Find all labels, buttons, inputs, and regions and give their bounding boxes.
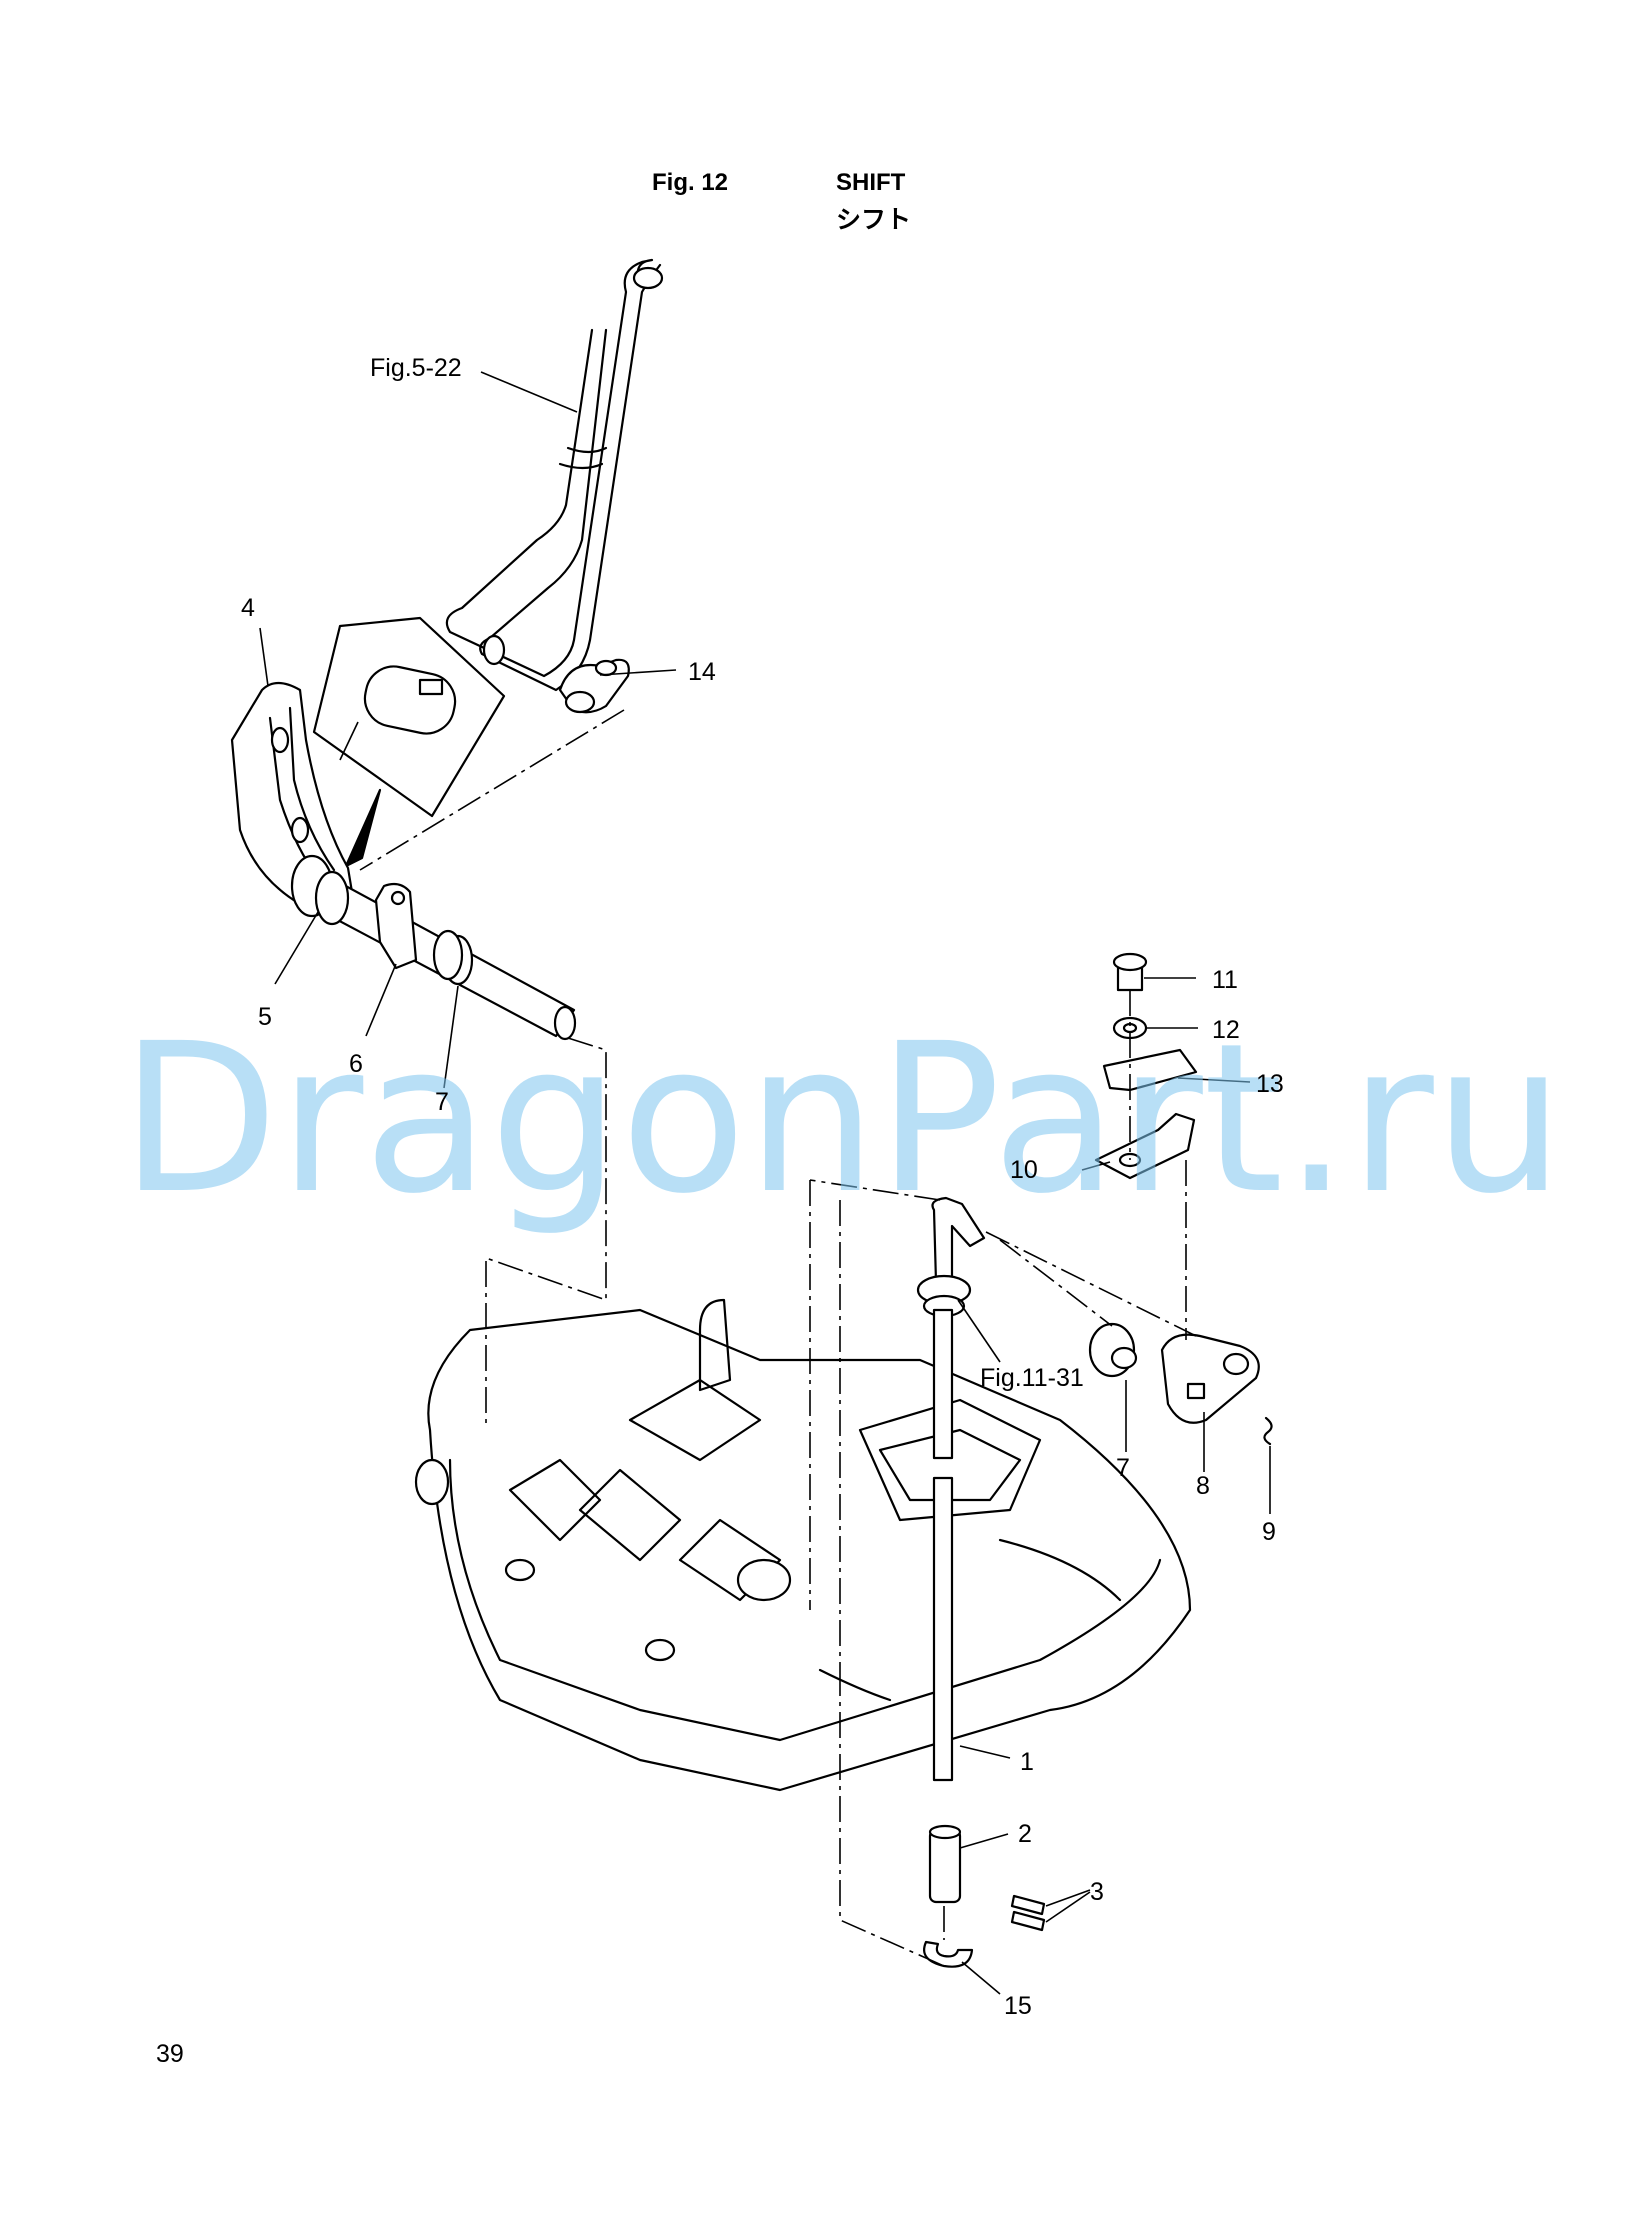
- callout-9: 9: [1262, 1518, 1276, 1546]
- leader-lines: [259, 371, 1271, 1995]
- parts-2-3-15: [923, 1824, 1046, 1968]
- shift-shaft-assembly: [290, 854, 577, 1041]
- callout-14: 14: [688, 658, 716, 686]
- callout-12: 12: [1212, 1016, 1240, 1044]
- callout-11: 11: [1212, 966, 1238, 994]
- parts-7-8-9: [1088, 1322, 1273, 1446]
- callout-labels: Fig.5-22 4 5 6 7 14 11 12 13 10 Fig.11-3…: [241, 354, 1284, 2020]
- callout-7a: 7: [435, 1088, 449, 1116]
- parts-10-13: [1094, 952, 1198, 1180]
- callout-10: 10: [1010, 1156, 1038, 1184]
- detail-inset: [312, 616, 506, 868]
- callout-ref-fig5-22: Fig.5-22: [370, 354, 462, 382]
- callout-2: 2: [1018, 1820, 1032, 1848]
- callout-ref-fig11-31: Fig.11-31: [980, 1364, 1084, 1392]
- figure-title-japanese: シフト: [836, 205, 912, 234]
- guide-lines: [359, 709, 1197, 1967]
- callout-6: 6: [349, 1050, 363, 1078]
- callout-5: 5: [258, 1003, 272, 1031]
- figure-number: Fig. 12: [652, 169, 729, 196]
- watermark-text: DragonPart.ru: [120, 999, 1564, 1239]
- callout-7b: 7: [1116, 1454, 1130, 1482]
- shift-control-rod: [445, 258, 664, 692]
- callout-13: 13: [1256, 1070, 1284, 1098]
- callout-4: 4: [241, 594, 255, 622]
- callout-3: 3: [1090, 1878, 1104, 1906]
- callout-8: 8: [1196, 1472, 1210, 1500]
- callout-15: 15: [1004, 1992, 1032, 2020]
- part-1-shift-rod: [916, 1196, 986, 1782]
- part-4-shift-lever: [230, 681, 356, 914]
- part-14-connector: [558, 658, 630, 714]
- callout-1: 1: [1020, 1748, 1034, 1776]
- figure-title: SHIFT: [836, 169, 906, 196]
- page-number: 39: [156, 2040, 184, 2068]
